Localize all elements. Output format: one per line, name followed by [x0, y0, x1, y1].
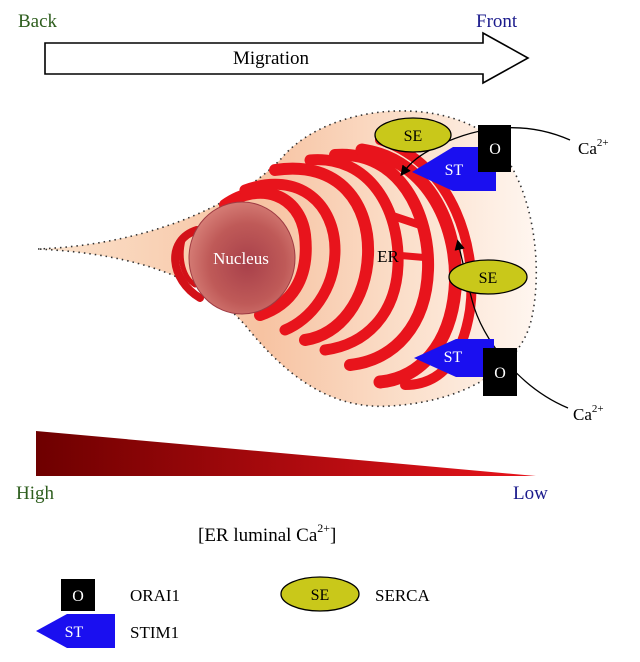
serca-top-label: SE [404, 128, 423, 145]
serca-pump-top: SE [374, 117, 452, 153]
legend-stim-symbol-label: ST [65, 624, 84, 641]
calcium-gradient-wedge [36, 431, 536, 476]
front-label: Front [476, 11, 518, 32]
serca-middle-label: SE [479, 270, 498, 287]
legend-serca-symbol: SE [280, 576, 360, 612]
gradient-caption: [ER luminal Ca2+] [198, 521, 336, 546]
migration-label: Migration [233, 48, 309, 69]
stim1-sensor-bottom: ST [414, 339, 494, 377]
orai-top-label: O [489, 141, 501, 158]
stim1-sensor-top: ST [412, 147, 496, 191]
stim-top-label: ST [445, 162, 464, 179]
calcium-label-top: Ca2+ [578, 137, 609, 158]
orai1-channel-bottom: O [483, 348, 517, 396]
legend: O ORAI1 SE SERCA ST STIM1 [36, 576, 431, 648]
legend-stim1-name: STIM1 [130, 623, 179, 642]
migration-arrow: Migration [44, 31, 530, 85]
legend-serca-name: SERCA [375, 586, 431, 605]
orai1-channel-top: O [478, 125, 511, 172]
calcium-label-bottom: Ca2+ [573, 403, 604, 424]
nucleus [188, 201, 296, 315]
nucleus-label: Nucleus [213, 249, 269, 268]
legend-orai1-name: ORAI1 [130, 586, 180, 605]
legend-orai-symbol-label: O [72, 588, 84, 605]
gradient-caption-suffix: ] [330, 525, 336, 546]
gradient-low-label: Low [513, 483, 548, 504]
gradient-caption-superscript: 2+ [317, 521, 330, 535]
calcium-influx-path-bottom [454, 239, 569, 409]
legend-stim1-symbol: ST [36, 614, 115, 648]
serca-pump-middle: SE [448, 259, 528, 295]
stim-bottom-label: ST [444, 349, 463, 366]
back-label: Back [18, 11, 58, 32]
calcium-charge-top: 2+ [597, 137, 609, 149]
legend-serca-symbol-label: SE [311, 587, 330, 604]
orai-bottom-label: O [494, 365, 506, 382]
calcium-charge-bottom: 2+ [592, 403, 604, 415]
legend-orai1-symbol: O [61, 579, 95, 611]
gradient-high-label: High [16, 483, 55, 504]
er-label: ER [377, 247, 399, 266]
